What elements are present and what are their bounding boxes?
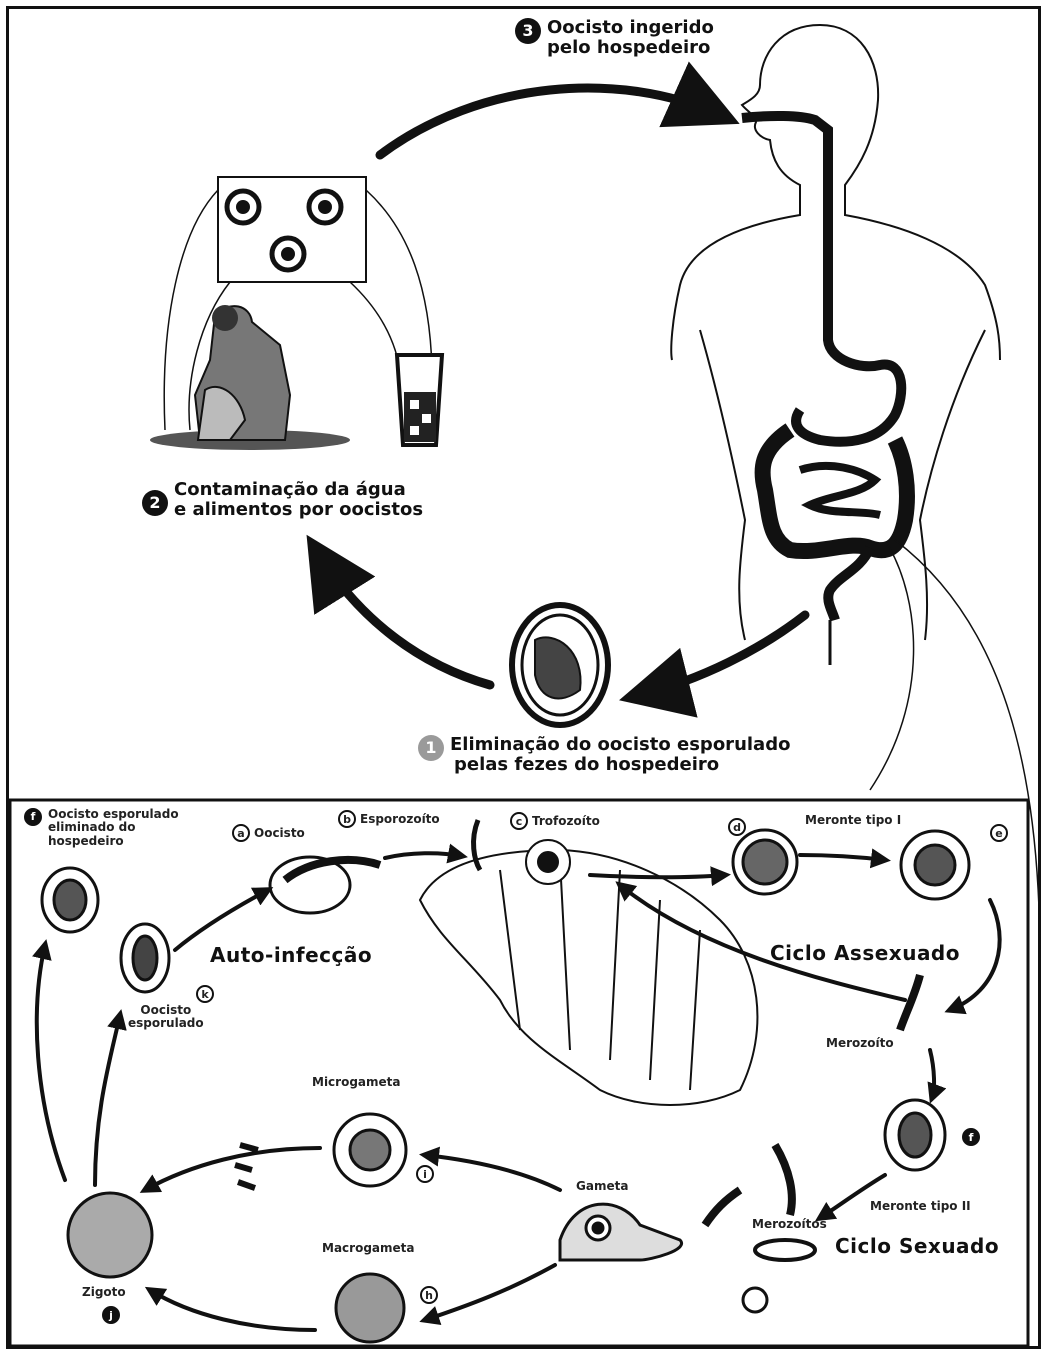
oocyst-panel: [218, 177, 366, 282]
sporulated-oocyst-large: [512, 605, 608, 725]
step-elimination-line2: pelas fezes do hospedeiro: [454, 755, 790, 775]
step-ingested-line1: Oocisto ingerido: [547, 18, 714, 38]
step-ingested-line2: pelo hospedeiro: [547, 38, 714, 58]
inset-zygote-badge: j: [102, 1306, 120, 1324]
step-number-badge: 2: [142, 490, 168, 516]
inset-stage-c-label: c Trofozoíto: [510, 812, 600, 830]
inset-microgamete-badge: i: [416, 1165, 434, 1183]
macrogamete-label: Macrogameta: [322, 1242, 414, 1255]
stage-letter-badge: d: [728, 818, 746, 836]
digestive-tract: [742, 116, 907, 665]
inset-panel: [10, 800, 1028, 1346]
inset-stage-a-label: a Oocisto: [232, 824, 305, 842]
merozoite-label: Merozoíto: [826, 1037, 894, 1050]
stage-letter-badge: a: [232, 824, 250, 842]
person-illustration: [150, 305, 350, 450]
inset-stage-e-badge: e: [990, 824, 1008, 842]
stage-letter-badge: f: [962, 1128, 980, 1146]
stage-letter-badge: b: [338, 810, 356, 828]
stage-letter-badge: j: [102, 1306, 120, 1324]
meront2-text: Meronte tipo II: [870, 1200, 971, 1213]
zygote-label: Zigoto: [82, 1286, 126, 1299]
step-elimination-line1: Eliminação do oocisto esporulado: [450, 735, 790, 755]
stage-letter-badge: i: [416, 1165, 434, 1183]
stage-f-line2: eliminado do: [48, 821, 179, 834]
inset-macrogamete-badge: h: [420, 1286, 438, 1304]
stage-c-text: Trofozoíto: [532, 814, 600, 828]
inset-stage-d-badge: d: [728, 818, 746, 836]
sporulated-line1: Oocisto: [128, 1004, 204, 1017]
auto-infection-heading: Auto-infecção: [210, 944, 372, 966]
sporulated-oocyst-label: Oocisto esporulado: [128, 1004, 204, 1031]
merozoites-label: Merozoítos: [752, 1218, 827, 1231]
gamete-label: Gameta: [576, 1180, 628, 1193]
sporulated-line2: esporulado: [128, 1017, 204, 1030]
microgamete-label: Microgameta: [312, 1076, 401, 1089]
step-number-badge: 3: [515, 18, 541, 44]
step-contamination-line2: e alimentos por oocistos: [174, 500, 423, 520]
stage-f-line1: Oocisto esporulado: [48, 808, 179, 821]
inset-meront2-badge: f: [962, 1128, 980, 1146]
sexual-cycle-heading: Ciclo Sexuado: [835, 1235, 999, 1257]
stage-letter-badge: f: [24, 808, 42, 826]
stage-letter-badge: k: [196, 985, 214, 1003]
stage-letter-badge: c: [510, 812, 528, 830]
step-contamination-line1: Contaminação da água: [174, 480, 423, 500]
inset-sporulated-badge: k: [196, 985, 214, 1003]
stage-letter-badge: e: [990, 824, 1008, 842]
asexual-cycle-heading: Ciclo Assexuado: [770, 942, 960, 964]
step-number-badge: 1: [418, 735, 444, 761]
stage-f-line3: hospedeiro: [48, 835, 179, 848]
stage-a-text: Oocisto: [254, 826, 305, 840]
stage-d-text: Meronte tipo I: [805, 814, 901, 827]
stage-letter-badge: h: [420, 1286, 438, 1304]
inset-stage-b-label: b Esporozoíto: [338, 810, 440, 828]
water-glass-illustration: [397, 355, 442, 445]
stage-b-text: Esporozoíto: [360, 812, 440, 826]
